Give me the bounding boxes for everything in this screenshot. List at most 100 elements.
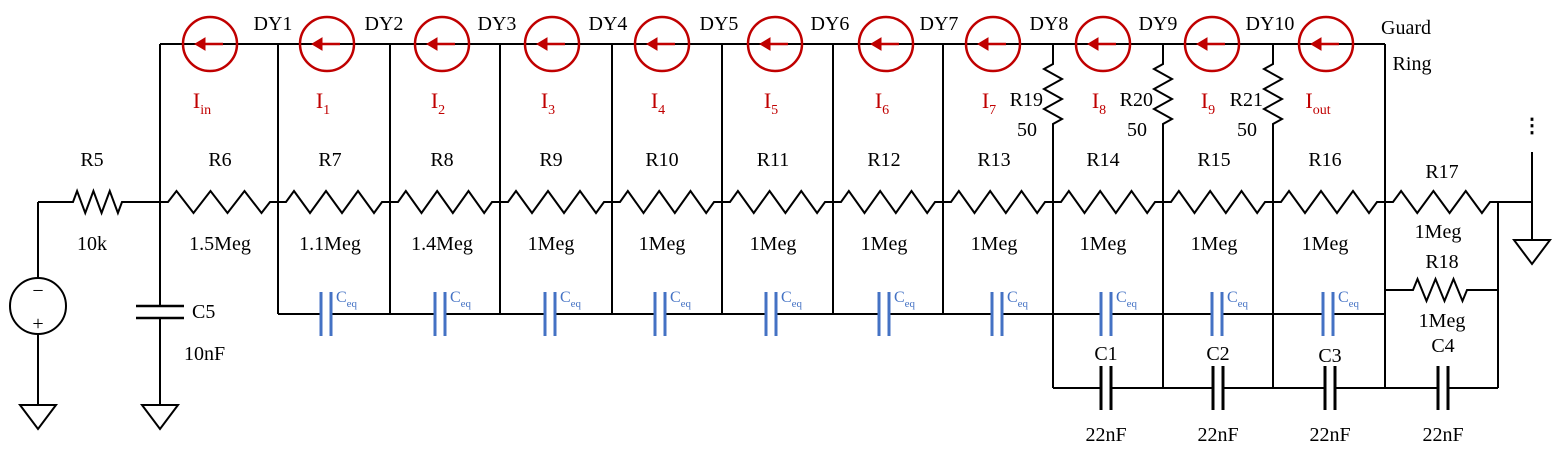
resistor-R5-name: R5	[80, 149, 103, 171]
ceq-gap-8	[1211, 312, 1223, 316]
current-label-3: I3	[541, 88, 555, 118]
current-label-1: I1	[316, 88, 330, 118]
resistor-R8-value: 1.4Meg	[411, 233, 473, 255]
resistor-R11	[722, 189, 833, 215]
resistor-R8-name: R8	[430, 149, 453, 171]
current-source-3	[523, 15, 581, 73]
capacitor-C4-name: C4	[1431, 335, 1454, 357]
ceq-label-7: Ceq	[1116, 289, 1138, 310]
ceq-gap-0	[320, 312, 332, 316]
current-label-4: I4	[651, 88, 665, 118]
resistor-R15-name: R15	[1197, 149, 1230, 171]
dynode-label-4: DY4	[589, 13, 628, 35]
dynode-label-2: DY2	[365, 13, 404, 35]
resistor-R12	[833, 189, 943, 215]
current-label-7: I7	[982, 88, 996, 118]
ceq-label-6-main: C	[1007, 289, 1018, 306]
resistor-R20-value: 50	[1127, 119, 1147, 141]
current-label-8: I8	[1092, 88, 1106, 118]
ceq-label-6-sub: eq	[1018, 298, 1029, 310]
dynode-label-6: DY6	[811, 13, 850, 35]
current-source-7	[964, 15, 1022, 73]
current-label-10-sub: out	[1313, 103, 1331, 118]
current-arrow-head-7	[977, 37, 989, 51]
ceq-gap-7	[1100, 312, 1112, 316]
resistor-R5	[65, 188, 130, 216]
resistor-R15	[1163, 189, 1273, 215]
ground-source	[18, 404, 58, 431]
ceq-label-2: Ceq	[560, 289, 582, 310]
ceq-gap-3	[654, 312, 666, 316]
resistor-R13-name: R13	[977, 149, 1010, 171]
dec-gap-1	[1212, 386, 1224, 390]
resistor-R6-name: R6	[208, 149, 231, 171]
capacitor-C3-value: 22nF	[1309, 424, 1350, 446]
current-label-10-main: I	[1305, 88, 1312, 113]
resistor-R8	[390, 189, 500, 215]
ceq-gap-6	[991, 312, 1003, 316]
ceq-label-0: Ceq	[336, 289, 358, 310]
ceq-label-7-main: C	[1116, 289, 1127, 306]
resistor-R19-name: R19	[1010, 89, 1043, 111]
resistor-R21	[1261, 58, 1285, 130]
resistor-R15-value: 1Meg	[1191, 233, 1238, 255]
ceq-label-4: Ceq	[781, 289, 803, 310]
current-label-7-sub: 7	[989, 103, 996, 118]
current-label-7-main: I	[982, 88, 989, 113]
ceq-gap-9	[1322, 312, 1334, 316]
resistor-R5-value: 10k	[77, 233, 107, 255]
current-label-9-sub: 9	[1208, 103, 1215, 118]
resistor-R13	[943, 189, 1053, 215]
current-label-9: I9	[1201, 88, 1215, 118]
resistor-R9-value: 1Meg	[528, 233, 575, 255]
continuation-dots: ⋮	[1522, 115, 1542, 137]
resistor-R13-value: 1Meg	[971, 233, 1018, 255]
ceq-label-3: Ceq	[670, 289, 692, 310]
resistor-R16	[1273, 189, 1385, 215]
resistor-R14	[1053, 189, 1163, 215]
current-label-0: Iin	[193, 88, 211, 118]
ceq-label-8-sub: eq	[1238, 298, 1249, 310]
current-label-0-main: I	[193, 88, 200, 113]
current-label-2-main: I	[431, 88, 438, 113]
voltage-source-plus: +	[32, 313, 43, 335]
current-label-4-main: I	[651, 88, 658, 113]
current-source-0	[181, 15, 239, 73]
current-label-6-main: I	[875, 88, 882, 113]
ceq-gap-5	[878, 312, 890, 316]
capacitor-C2-value: 22nF	[1197, 424, 1238, 446]
current-arrow-head-10	[1310, 37, 1322, 51]
ceq-label-9: Ceq	[1338, 289, 1360, 310]
ceq-label-0-main: C	[336, 289, 347, 306]
current-label-1-main: I	[316, 88, 323, 113]
ground-tail	[1512, 239, 1552, 266]
capacitor-C1-name: C1	[1094, 343, 1117, 365]
current-label-2-sub: 2	[438, 103, 445, 118]
capacitor-C2-name: C2	[1206, 343, 1229, 365]
ceq-label-9-main: C	[1338, 289, 1349, 306]
ceq-gap-2	[544, 312, 556, 316]
resistor-R20-name: R20	[1120, 89, 1153, 111]
resistor-R7-value: 1.1Meg	[299, 233, 361, 255]
ceq-label-6: Ceq	[1007, 289, 1029, 310]
ceq-label-0-sub: eq	[347, 298, 358, 310]
capacitor-C5-name: C5	[192, 301, 215, 323]
current-label-6: I6	[875, 88, 889, 118]
resistor-R11-value: 1Meg	[750, 233, 797, 255]
resistor-R6-value: 1.5Meg	[189, 233, 251, 255]
resistor-R18-value: 1Meg	[1419, 310, 1466, 332]
current-label-5-main: I	[764, 88, 771, 113]
current-label-3-sub: 3	[548, 103, 555, 118]
resistor-R17-value: 1Meg	[1415, 221, 1462, 243]
current-source-10	[1297, 15, 1355, 73]
current-source-2	[413, 15, 471, 73]
dec-gap-2	[1324, 386, 1336, 390]
ceq-label-7-sub: eq	[1127, 298, 1138, 310]
resistor-R19-value: 50	[1017, 119, 1037, 141]
ceq-label-5-sub: eq	[905, 298, 916, 310]
ceq-gap-4	[765, 312, 777, 316]
current-arrow-head-0	[194, 37, 206, 51]
